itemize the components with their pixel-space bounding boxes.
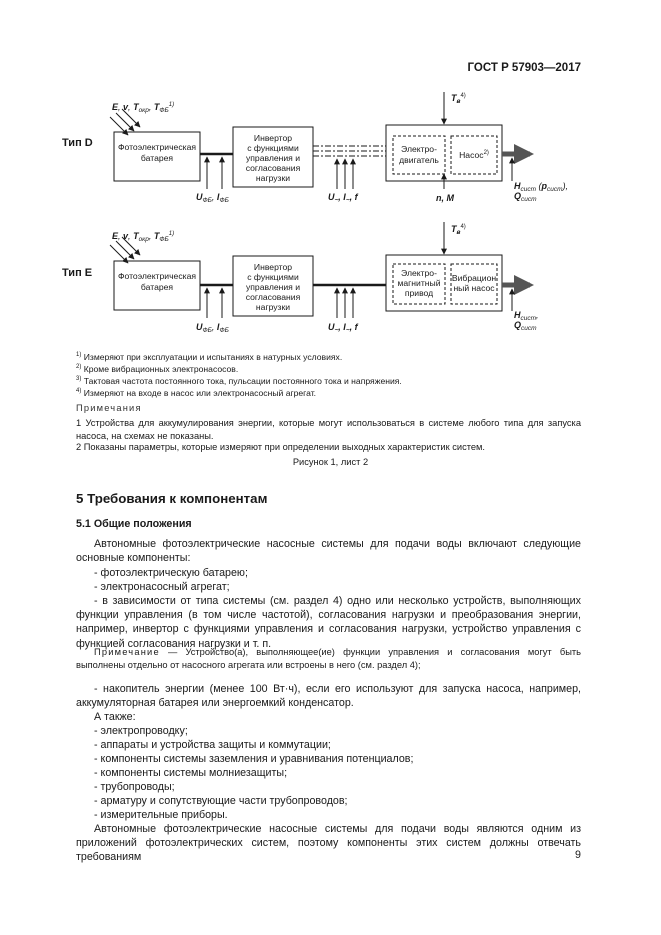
- standard-number: ГОСТ Р 57903—2017: [467, 62, 581, 74]
- inverter-box-d: [232, 126, 314, 188]
- page-number: 9: [575, 849, 581, 861]
- also-text: А также:: [94, 711, 136, 723]
- pump-box-d: [450, 135, 498, 175]
- list-item: - электропроводку;: [94, 725, 188, 737]
- list-item: - в зависимости от типа системы (см. раз…: [76, 595, 581, 650]
- list-item: - арматуру и сопутствующие части трубопр…: [94, 795, 348, 807]
- output-label-d: Hсист (pсист), Qсист: [514, 181, 571, 203]
- list-item: - фотоэлектрическую батарею;: [94, 567, 248, 579]
- input-params-e: E, v, Tокр, TФБ1): [112, 231, 174, 243]
- motor-box-d: [392, 135, 446, 175]
- figure-diagram: Тип D E, v, Tокр, TФБ1) Фотоэлектрическа…: [62, 92, 571, 334]
- ufb-label-d: UФБ, IФБ: [196, 192, 229, 204]
- list-item: - трубопроводы;: [94, 781, 175, 793]
- vib-pump-box-e: [450, 263, 498, 305]
- subsection-title: 5.1 Общие положения: [76, 518, 192, 530]
- list-item: - аппараты и устройства защиты и коммута…: [94, 739, 331, 751]
- type-d-label: Тип D: [62, 137, 93, 149]
- intro-paragraph: Автономные фотоэлектрические насосные си…: [76, 538, 581, 565]
- list-item: - измерительные приборы.: [94, 809, 228, 821]
- footnote-2: 2) Кроме вибрационных электронасосов.: [76, 363, 239, 374]
- figure-caption: Рисунок 1, лист 2: [292, 457, 369, 467]
- ac-lines-d: [313, 145, 386, 157]
- tv-label-d: Tв4): [451, 93, 466, 105]
- pv-battery-box-d: [113, 131, 201, 182]
- section-note: Примечание — Устройство(а), выполняющее(…: [76, 647, 581, 670]
- list-item: - электронасосный агрегат;: [94, 581, 230, 593]
- section-title: 5 Требования к компонентам: [76, 491, 268, 506]
- list-item: - компоненты системы заземления и уравни…: [94, 753, 414, 765]
- note-1: 1 Устройства для аккумулирования энергии…: [76, 418, 581, 441]
- list-item: - компоненты системы молниезащиты;: [94, 767, 288, 779]
- notes-title: Примечания: [76, 403, 142, 413]
- sun-rays-e-icon: [109, 236, 141, 264]
- footnote-1: 1) Измеряют при эксплуатации и испытания…: [76, 351, 343, 362]
- storage-item: - накопитель энергии (менее 100 Вт·ч), е…: [76, 683, 581, 710]
- em-drive-box-e: [392, 263, 446, 305]
- uac-label-d: U~, I~, f: [328, 192, 359, 204]
- footnote-4: 4) Измеряют на входе в насос или электро…: [76, 387, 317, 398]
- sun-rays-d-icon: [109, 108, 141, 136]
- input-params-d: E, v, Tокр, TФБ1): [112, 102, 174, 114]
- tv-label-e: Tв4): [451, 224, 466, 236]
- nm-label-d: n, M: [436, 193, 454, 203]
- type-e-label: Тип E: [62, 267, 92, 279]
- motor-label-d: Электро-двигатель: [399, 144, 439, 165]
- output-label-e: Hсист, Qсист: [514, 310, 541, 332]
- closing-paragraph: Автономные фотоэлектрические насосные си…: [76, 823, 581, 864]
- note-2: 2 Показаны параметры, которые измеряют п…: [76, 442, 486, 452]
- footnote-3: 3) Тактовая частота постоянного тока, пу…: [76, 375, 402, 386]
- ufb-label-e: UФБ, IФБ: [196, 322, 229, 334]
- uac-label-e: U~, I~, f: [328, 322, 359, 334]
- pump-label-d: Насос2): [459, 150, 489, 160]
